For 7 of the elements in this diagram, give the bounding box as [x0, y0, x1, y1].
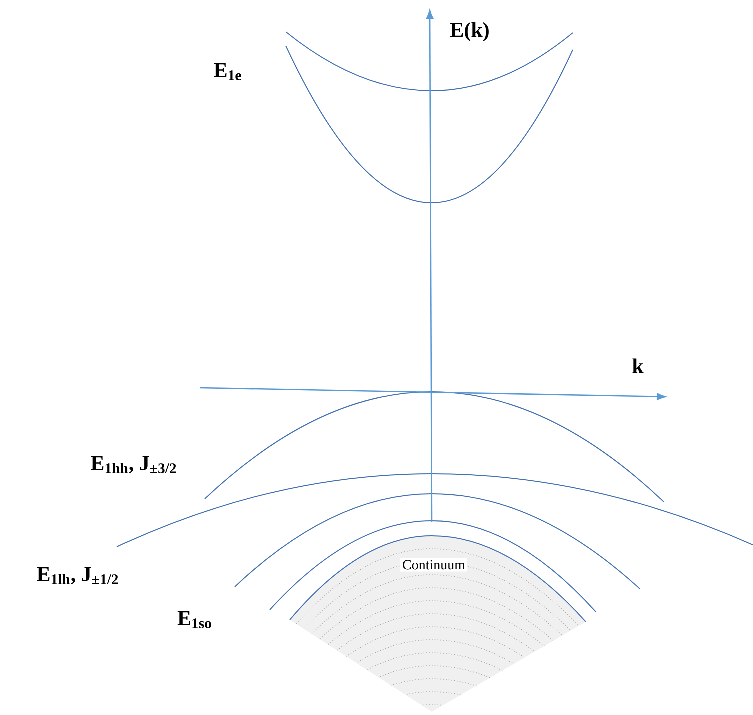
axis-label: k: [632, 358, 644, 374]
band-label: E$_{1lh}$, J$_{±1/2}$: [37, 568, 118, 584]
band-label: E$_{1e}$: [214, 64, 242, 80]
band-label: E$_{1hh}$, J$_{±3/2}$: [91, 456, 176, 474]
continuum-label: Continuum: [400, 558, 468, 572]
band-label: E$_{1so}$: [178, 612, 212, 628]
axis-label: E(k): [450, 22, 489, 42]
